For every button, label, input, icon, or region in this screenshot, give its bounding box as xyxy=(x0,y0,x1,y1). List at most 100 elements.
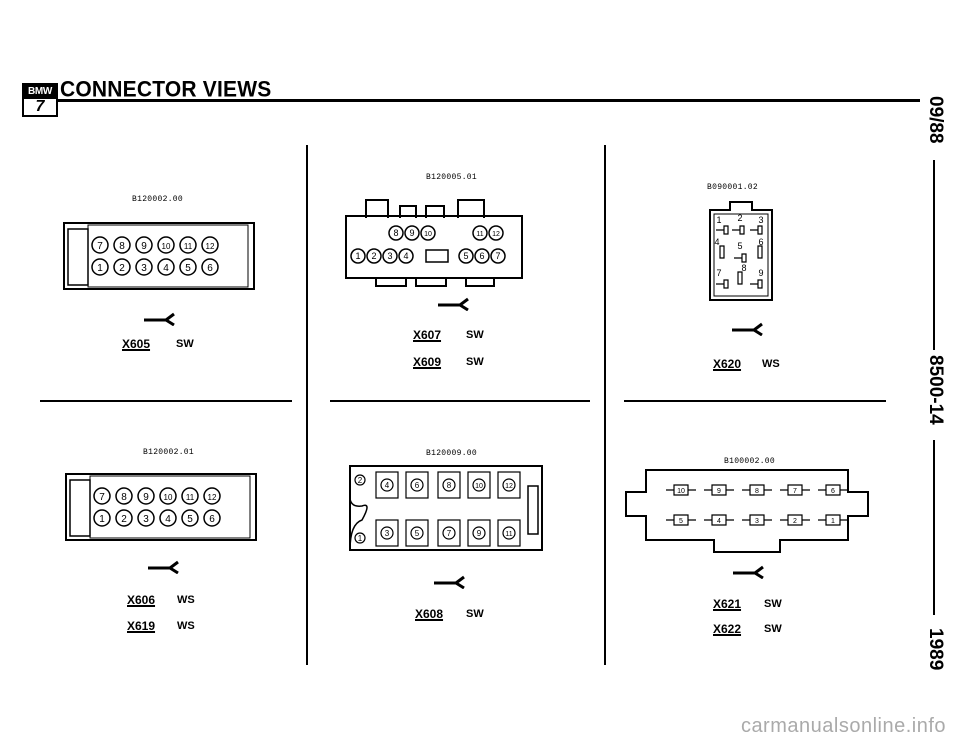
plug-arrow-icon xyxy=(733,565,764,579)
plug-arrow-icon xyxy=(434,575,465,589)
wire-color: WS xyxy=(177,594,195,606)
pin-label: 2 xyxy=(371,251,376,261)
connector-x607-diagram: 8 9 10 11 12 1 2 3 4 5 6 7 xyxy=(345,199,523,287)
pin-label: 6 xyxy=(415,481,420,490)
pin-label: 1 xyxy=(831,518,835,525)
pin-label: 3 xyxy=(387,251,392,261)
pin-label: 8 xyxy=(119,241,125,252)
side-year: 1989 xyxy=(925,628,946,671)
page-title: CONNECTOR VIEWS xyxy=(60,77,272,102)
pin-label: 11 xyxy=(186,493,195,502)
pin-label: 1 xyxy=(99,514,105,525)
pin-label: 9 xyxy=(409,228,414,238)
connector-id: X607 xyxy=(413,328,442,342)
pin-label: 12 xyxy=(208,493,217,502)
connector-code: B120002.01 xyxy=(143,448,195,457)
bmw-logo: BMW 7 xyxy=(22,83,58,117)
header-rule xyxy=(58,99,920,102)
pin-label: 11 xyxy=(505,531,512,538)
connector-id: X606 xyxy=(127,593,156,607)
pin-label: 2 xyxy=(737,213,742,223)
pin-label: 1 xyxy=(358,534,363,543)
row-divider-2 xyxy=(330,400,590,402)
connector-x605-diagram: 7 8 9 10 11 12 1 2 3 4 5 6 xyxy=(63,222,255,290)
pin-label: 9 xyxy=(477,529,482,538)
pin-label: 3 xyxy=(758,215,763,225)
pin-label: 7 xyxy=(447,529,452,538)
pin-label: 8 xyxy=(121,492,127,503)
wire-color: SW xyxy=(466,608,484,620)
pin-label: 5 xyxy=(737,241,742,251)
pin-label: 10 xyxy=(162,242,171,251)
pin-label: 4 xyxy=(385,481,390,490)
pin-label: 9 xyxy=(758,268,763,278)
connector-x620-diagram: 1 2 3 4 5 6 7 8 9 xyxy=(709,201,773,301)
pin-label: 8 xyxy=(393,228,398,238)
connector-id: X622 xyxy=(713,622,742,636)
pin-label: 9 xyxy=(141,241,147,252)
row-divider-1 xyxy=(40,400,292,402)
pin-label: 9 xyxy=(717,488,721,495)
wire-color: SW xyxy=(764,598,782,610)
wire-color: SW xyxy=(466,356,484,368)
pin-label: 6 xyxy=(758,237,763,247)
wire-color: SW xyxy=(176,338,194,350)
pin-label: 6 xyxy=(831,488,835,495)
pin-label: 2 xyxy=(119,263,125,274)
pin-label: 5 xyxy=(185,263,191,274)
wire-color: SW xyxy=(466,329,484,341)
side-date: 09/88 xyxy=(925,96,946,144)
pin-label: 4 xyxy=(165,514,171,525)
pin-label: 3 xyxy=(755,518,759,525)
pin-label: 8 xyxy=(741,263,746,273)
connector-code: B120009.00 xyxy=(426,449,478,458)
pin-label: 7 xyxy=(495,251,500,261)
pin-label: 2 xyxy=(121,514,127,525)
pin-label: 12 xyxy=(492,231,500,238)
pin-label: 4 xyxy=(163,263,169,274)
wire-color: SW xyxy=(764,623,782,635)
pin-label: 9 xyxy=(143,492,149,503)
plug-arrow-icon xyxy=(148,560,179,574)
row-divider-3 xyxy=(624,400,886,402)
connector-code: B090001.02 xyxy=(707,183,759,192)
pin-label: 6 xyxy=(207,263,213,274)
pin-label: 10 xyxy=(677,488,685,495)
connector-id: X619 xyxy=(127,619,156,633)
column-divider-2 xyxy=(604,145,606,665)
pin-label: 5 xyxy=(415,529,420,538)
pin-label: 5 xyxy=(187,514,193,525)
connector-id: X621 xyxy=(713,597,742,611)
connector-id: X608 xyxy=(415,607,444,621)
connector-code: B100002.00 xyxy=(724,457,776,466)
connector-id: X620 xyxy=(713,357,742,371)
pin-label: 3 xyxy=(143,514,149,525)
pin-label: 3 xyxy=(141,263,147,274)
plug-arrow-icon xyxy=(438,297,469,311)
pin-label: 10 xyxy=(164,493,173,502)
pin-label: 10 xyxy=(475,483,483,490)
pin-label: 8 xyxy=(447,481,452,490)
pin-label: 10 xyxy=(424,231,432,238)
pin-label: 7 xyxy=(793,488,797,495)
pin-label: 2 xyxy=(358,476,363,485)
column-divider-1 xyxy=(306,145,308,665)
pin-label: 8 xyxy=(755,488,759,495)
pin-label: 6 xyxy=(479,251,484,261)
pin-label: 12 xyxy=(505,483,513,490)
pin-label: 1 xyxy=(355,251,360,261)
connector-x608-diagram: 2 1 4 6 8 10 12 3 5 7 9 11 xyxy=(349,465,543,551)
logo-brand: BMW xyxy=(24,85,56,99)
pin-label: 1 xyxy=(716,215,721,225)
pin-label: 7 xyxy=(97,241,103,252)
connector-id: X609 xyxy=(413,355,442,369)
pin-label: 3 xyxy=(385,529,390,538)
pin-label: 4 xyxy=(714,237,719,247)
pin-label: 11 xyxy=(184,242,193,251)
connector-x606-diagram: 7 8 9 10 11 12 1 2 3 4 5 6 xyxy=(65,473,257,541)
pin-label: 1 xyxy=(97,263,103,274)
plug-arrow-icon xyxy=(144,312,175,326)
connector-id: X605 xyxy=(122,337,151,351)
side-rule-2 xyxy=(933,440,935,615)
pin-label: 12 xyxy=(206,242,215,251)
